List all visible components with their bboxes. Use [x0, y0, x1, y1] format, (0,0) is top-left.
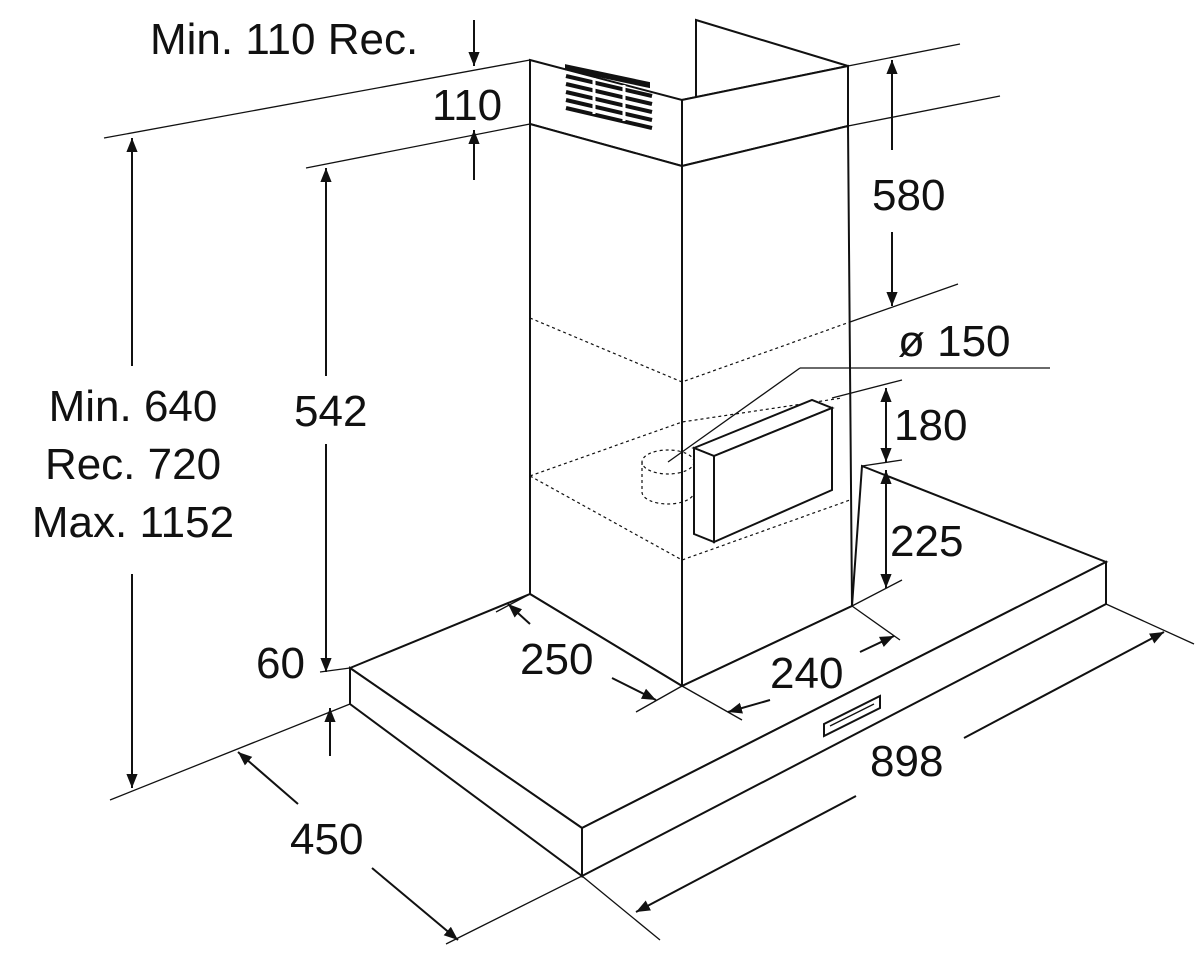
hood-depth-label: 450 — [290, 815, 364, 864]
chimney-height-label: 542 — [294, 387, 368, 436]
motor-box — [691, 398, 835, 544]
hood-width-label: 898 — [870, 737, 944, 786]
total-height-rec: Rec. 720 — [44, 440, 222, 489]
hood-canopy — [347, 464, 1109, 878]
chimney-depth-label: 250 — [520, 635, 594, 684]
height-180-label: 180 — [894, 401, 968, 450]
upper-chimney-label: 580 — [872, 171, 946, 220]
hood-thickness-label: 60 — [256, 639, 305, 688]
vent-slots — [565, 74, 653, 130]
height-225-label: 225 — [890, 517, 964, 566]
lower-chimney — [529, 122, 854, 688]
min-110-rec-label: Min. 110 Rec. — [150, 15, 419, 64]
chimney-overlap-label: 110 — [432, 81, 503, 130]
dimension-lines — [103, 20, 1195, 945]
total-height-label: Min. 640 Rec. 720 Max. 1152 — [14, 378, 252, 552]
chimney-width-label: 240 — [770, 649, 844, 698]
duct-diameter-label: ø 150 — [898, 317, 1011, 366]
vent-grille — [565, 64, 650, 89]
total-height-max: Max. 1152 — [31, 498, 235, 547]
total-height-min: Min. 640 — [48, 382, 218, 431]
hidden-lines — [529, 317, 851, 561]
